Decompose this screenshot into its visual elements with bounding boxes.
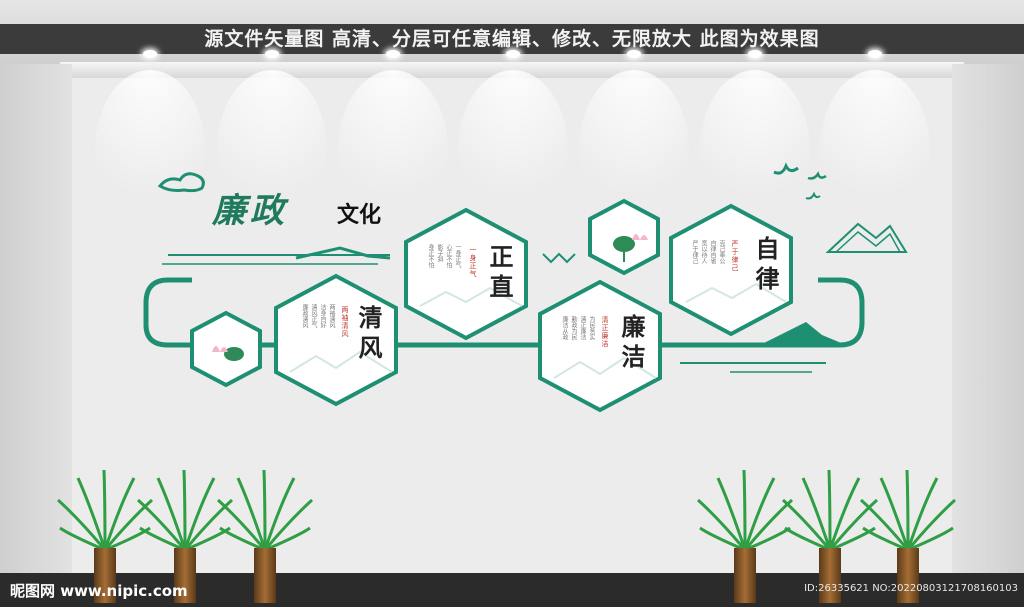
timeline-rail [143, 277, 865, 348]
hexagon-panel [274, 273, 398, 407]
spotlight [627, 50, 641, 58]
panel-body: 严于律己 [691, 240, 698, 264]
panel-body: 勤政为民 [570, 316, 577, 340]
panel-body: 一身正气 [454, 244, 461, 268]
floor [0, 573, 1024, 607]
spotlight [506, 50, 520, 58]
panel-body: 清风正气 [310, 304, 317, 328]
bird-icon [807, 171, 827, 180]
panel-title: 廉洁 [617, 314, 646, 374]
panel-body: 廉政清风 [301, 304, 308, 328]
panel-subtitle: 两袖清风 [341, 306, 349, 338]
spotlight [748, 50, 762, 58]
panel-body: 影子斜 [436, 244, 443, 262]
plant-pot [819, 548, 841, 603]
bird-icon [805, 191, 821, 200]
watermark-site: 昵图网 www.nipic.com [10, 582, 188, 600]
mountain-icon [760, 322, 846, 345]
bird-icon [773, 162, 799, 175]
cloud-icon [157, 172, 205, 193]
panel-body: 心正不怕 [445, 244, 452, 268]
panel-subtitle: 一身正气 [469, 246, 477, 278]
spotlight [868, 50, 882, 58]
banner-text: 源文件矢量图 高清、分层可任意编辑、修改、无限放大 此图为效果图 [204, 28, 820, 50]
panel-subtitle: 严于律己 [731, 240, 739, 272]
panel-body: 廉洁从政 [561, 316, 568, 340]
plant-pot [897, 548, 919, 603]
lotus-icon [212, 346, 244, 361]
hexagon-panel [669, 203, 793, 337]
spotlight [386, 50, 400, 58]
plant-pot [254, 548, 276, 603]
panel-title: 自律 [751, 236, 780, 296]
panel-body: 清正廉洁 [579, 316, 586, 340]
panel-subtitle: 清正廉洁 [601, 316, 609, 348]
logo-title: 廉政 [212, 191, 288, 231]
mountain-icon [825, 222, 908, 253]
hexagon-panel [538, 279, 662, 413]
panel-body: 为民务实 [588, 316, 595, 340]
plant-pot [734, 548, 756, 603]
panel-body: 洁身自好 [319, 304, 326, 328]
watermark-id: ID:26335621 NO:20220803121708160103 [804, 583, 1018, 594]
side-wall-left [0, 64, 72, 574]
logo-subtitle: 文化 [337, 203, 382, 228]
spotlight [143, 50, 157, 58]
panel-title: 清风 [354, 305, 383, 365]
panel-body: 两袖清风 [328, 304, 335, 328]
panel-body: 克己奉公 [718, 240, 725, 264]
light-cones [95, 70, 930, 230]
lotus-icon [613, 234, 648, 262]
panel-body: 自律自省 [709, 240, 716, 264]
spotlight [265, 50, 279, 58]
side-wall-right [952, 64, 1024, 574]
panel-body: 宽以待人 [700, 240, 707, 264]
panel-title: 正直 [485, 244, 514, 304]
hexagon-panel [404, 207, 528, 341]
panel-body: 身正不怕 [427, 244, 434, 268]
plant-icon [56, 469, 154, 552]
plant-pot [94, 548, 116, 603]
top-banner: 源文件矢量图 高清、分层可任意编辑、修改、无限放大 此图为效果图 [0, 24, 1024, 54]
plant-pot [174, 548, 196, 603]
